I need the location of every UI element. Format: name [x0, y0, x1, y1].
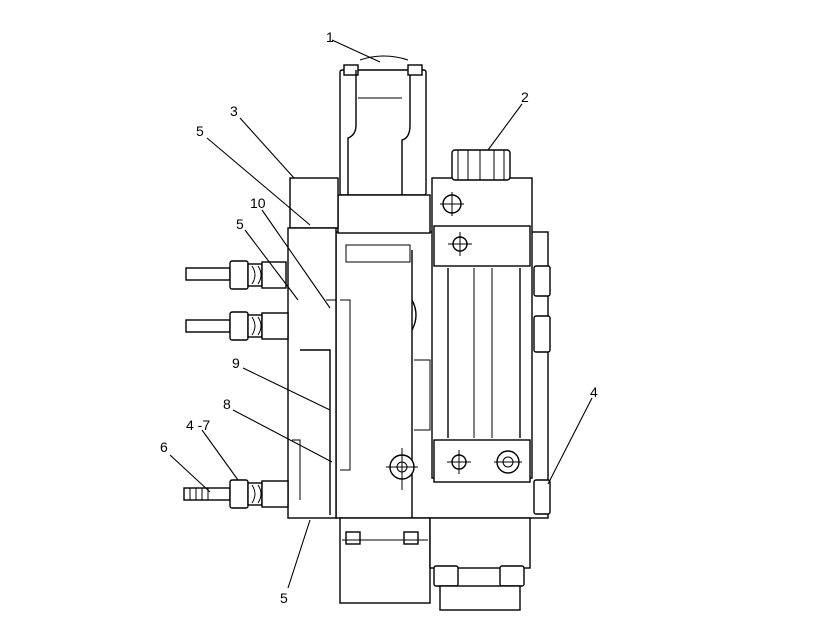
callout-6: 6 — [160, 439, 168, 455]
callout-5-top: 5 — [196, 123, 204, 139]
leader-lines — [169, 39, 593, 589]
right-valve-block — [431, 149, 551, 515]
callout-2: 2 — [521, 89, 529, 105]
lower-fitting — [183, 479, 289, 509]
left-manifold-plate — [287, 177, 339, 519]
callout-8: 8 — [223, 396, 231, 412]
callout-1: 1 — [326, 29, 334, 45]
callout-3: 3 — [230, 103, 238, 119]
bottom-solenoid-left — [339, 517, 431, 604]
callout-5-bottom: 5 — [280, 590, 288, 606]
middle-fitting — [185, 311, 289, 341]
top-solenoid — [337, 55, 431, 234]
callout-9: 9 — [232, 355, 240, 371]
callout-labels: 1 2 3 5 10 5 9 4 8 4 -7 6 5 — [160, 29, 598, 606]
callout-10: 10 — [250, 195, 266, 211]
callout-5-middle: 5 — [236, 216, 244, 232]
callout-4: 4 — [590, 384, 598, 400]
bottom-solenoid-right — [429, 517, 531, 611]
callout-4-7: 4 -7 — [186, 417, 210, 433]
upper-fitting — [185, 260, 287, 290]
